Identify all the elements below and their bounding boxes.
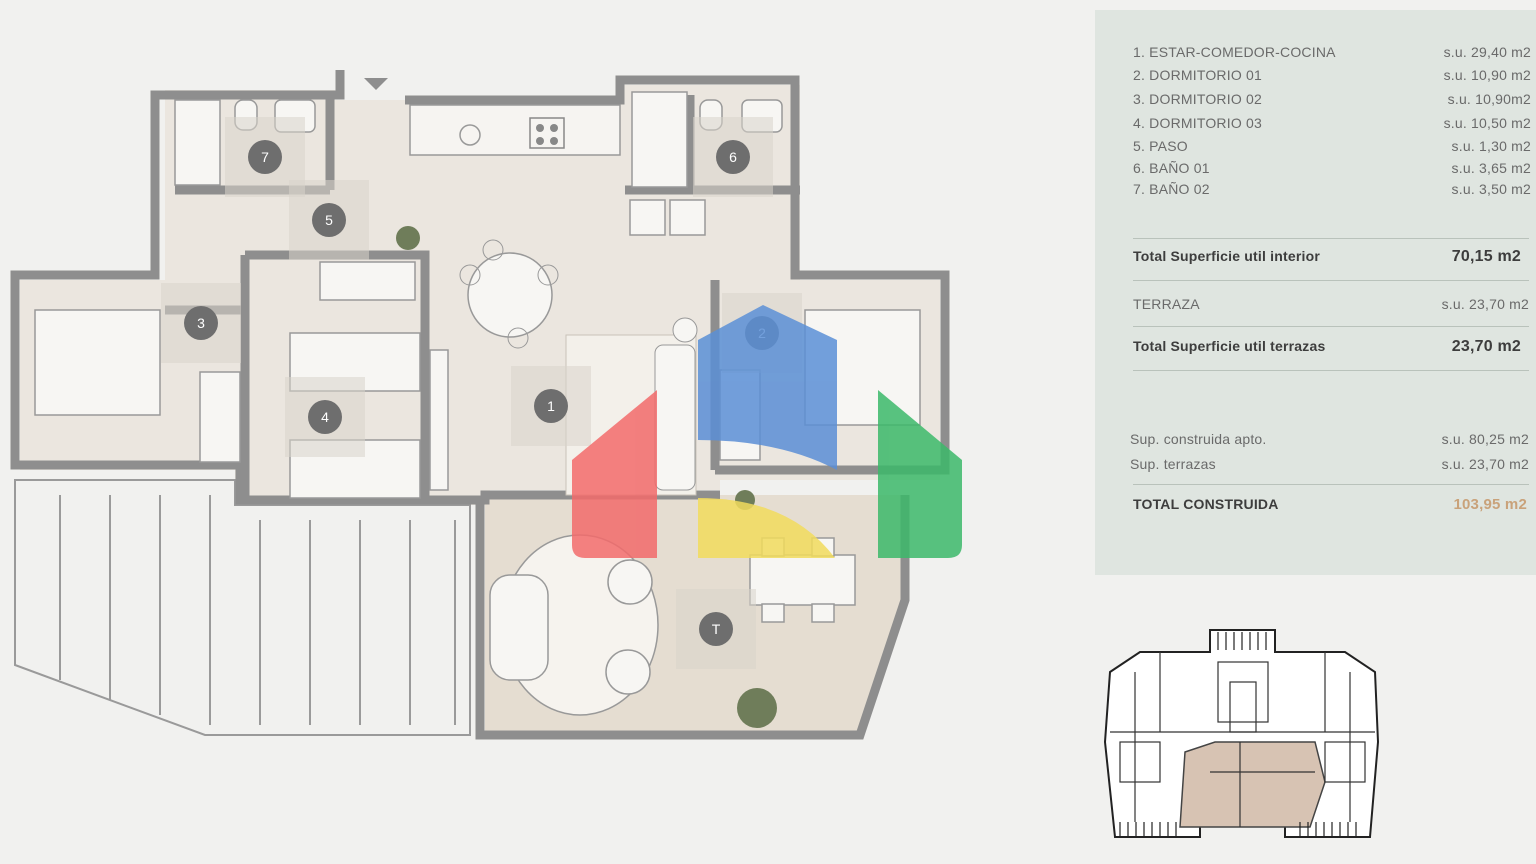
- sup-terrazas-value: s.u. 23,70 m2: [1441, 456, 1529, 472]
- room-area-value: s.u. 29,40 m2: [1443, 44, 1531, 60]
- room-area-value: s.u. 10,50 m2: [1443, 115, 1531, 131]
- terraza-label: TERRAZA: [1133, 296, 1200, 312]
- watermark-logo: [572, 305, 962, 558]
- room-area-value: s.u. 3,65 m2: [1451, 160, 1531, 176]
- divider: [1133, 370, 1529, 371]
- divider: [1133, 484, 1529, 485]
- sup-construida-label: Sup. construida apto.: [1130, 431, 1267, 447]
- room-marker-label: T: [712, 621, 721, 637]
- total-construida-value: 103,95 m2: [1453, 496, 1527, 513]
- sup-construida-value: s.u. 80,25 m2: [1441, 431, 1529, 447]
- room-marker-label: 1: [547, 398, 555, 414]
- divider: [1133, 280, 1529, 281]
- entrance-arrow-icon: [364, 78, 388, 90]
- room-area-label: 3. DORMITORIO 02: [1133, 91, 1262, 107]
- dining-table: [459, 239, 559, 349]
- divider: [1133, 326, 1529, 327]
- key-plan-highlight: [1179, 741, 1326, 828]
- terraza-value: s.u. 23,70 m2: [1441, 296, 1529, 312]
- room-marker: 7: [225, 117, 305, 197]
- room-area-label: 7. BAÑO 02: [1133, 181, 1210, 197]
- room-marker-label: 7: [261, 149, 269, 165]
- room-area-label: 2. DORMITORIO 01: [1133, 67, 1262, 83]
- room-marker-label: 4: [321, 409, 329, 425]
- room-marker: 5: [289, 180, 369, 260]
- room-marker: 3: [161, 283, 241, 363]
- total-interior-label: Total Superficie util interior: [1133, 248, 1320, 264]
- room-area-value: s.u. 1,30 m2: [1451, 138, 1531, 154]
- terrace-furniture: [489, 534, 856, 716]
- balcony-railing: [14, 479, 471, 736]
- room-marker: 4: [285, 377, 365, 457]
- total-terrazas-label: Total Superficie util terrazas: [1133, 338, 1326, 354]
- total-terrazas-value: 23,70 m2: [1451, 338, 1521, 355]
- room-area-value: s.u. 10,90 m2: [1443, 67, 1531, 83]
- total-construida-label: TOTAL CONSTRUIDA: [1133, 496, 1279, 512]
- room-marker: 6: [693, 117, 773, 197]
- room-marker-label: 5: [325, 212, 333, 228]
- key-plan: [1103, 629, 1380, 838]
- room-area-label: 4. DORMITORIO 03: [1133, 115, 1262, 131]
- kitchen-counter: [409, 104, 621, 156]
- room-area-value: s.u. 3,50 m2: [1451, 181, 1531, 197]
- divider: [1133, 238, 1529, 239]
- room-area-label: 1. ESTAR-COMEDOR-COCINA: [1133, 44, 1336, 60]
- room-area-value: s.u. 10,90m2: [1447, 91, 1531, 107]
- floor-plan: 7563412T: [10, 70, 962, 740]
- room-marker-label: 3: [197, 315, 205, 331]
- room-marker: T: [676, 589, 756, 669]
- room-area-label: 6. BAÑO 01: [1133, 160, 1210, 176]
- room-area-label: 5. PASO: [1133, 138, 1188, 154]
- areas-table: 1. ESTAR-COMEDOR-COCINA s.u. 29,40 m2 2. D…: [1095, 10, 1536, 575]
- room-markers: 7563412T: [161, 117, 802, 669]
- room-marker-label: 6: [729, 149, 737, 165]
- room-marker: 1: [511, 366, 591, 446]
- sup-terrazas-label: Sup. terrazas: [1130, 456, 1216, 472]
- total-interior-value: 70,15 m2: [1451, 248, 1521, 265]
